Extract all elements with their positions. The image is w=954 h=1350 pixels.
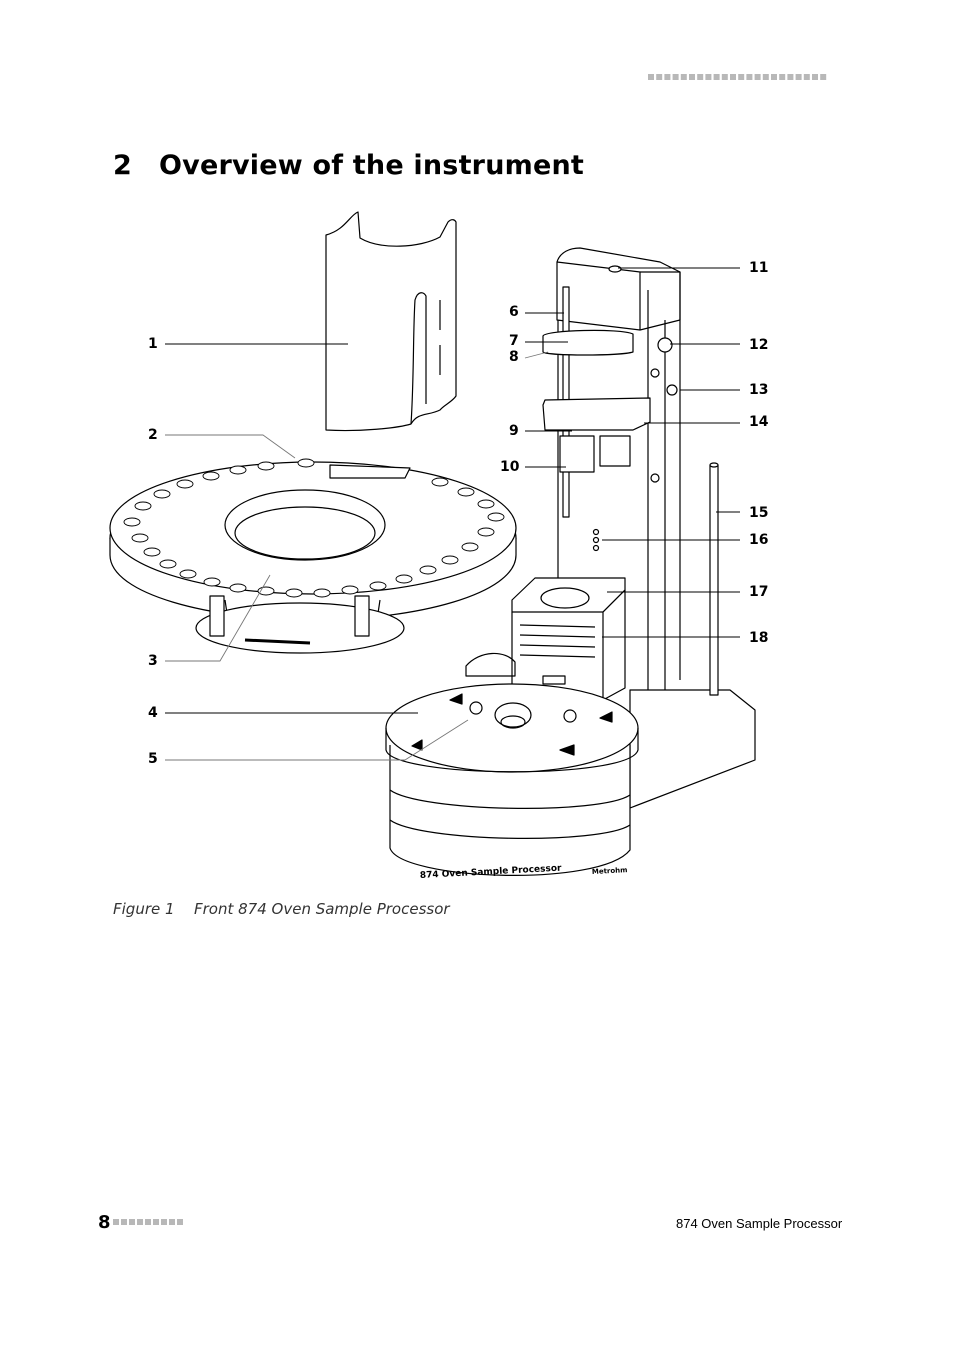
- footer-decoration-dots: [113, 1219, 183, 1225]
- callout-18: 18: [749, 630, 769, 646]
- page-number: 8: [98, 1212, 111, 1233]
- callout-13: 13: [749, 382, 769, 398]
- side-rod: [709, 462, 719, 696]
- callout-5: 5: [148, 751, 158, 767]
- oven-shield: [325, 211, 457, 432]
- callout-16: 16: [749, 532, 769, 548]
- callout-3: 3: [148, 653, 158, 669]
- figure-caption-text: Front 874 Oven Sample Processor: [194, 900, 450, 918]
- figure-label: Figure 1: [113, 900, 175, 918]
- callout-15: 15: [749, 505, 769, 521]
- needle-assembly: [542, 286, 651, 518]
- chapter-title: Overview of the instrument: [159, 150, 584, 181]
- oven-unit: [465, 577, 626, 701]
- callout-17: 17: [749, 584, 769, 600]
- callout-6: 6: [509, 304, 519, 320]
- chapter-heading: 2 Overview of the instrument: [113, 150, 584, 181]
- chapter-number: 2: [113, 150, 132, 181]
- tower-body: [556, 247, 681, 700]
- sample-rack: [109, 458, 517, 654]
- base-cylinder: [385, 683, 756, 876]
- callout-1: 1: [148, 336, 158, 352]
- callout-11: 11: [749, 260, 769, 276]
- callout-4: 4: [148, 705, 158, 721]
- leader-lines: [165, 267, 740, 761]
- callout-2: 2: [148, 427, 158, 443]
- brand-label: Metrohm: [592, 866, 628, 876]
- instrument-drawing: 874 Oven Sample Processor Metrohm: [109, 211, 756, 881]
- callout-7: 7: [509, 333, 519, 349]
- footer-document-title: 874 Oven Sample Processor: [676, 1216, 843, 1231]
- figure-caption: Figure 1 Front 874 Oven Sample Processor: [113, 900, 450, 918]
- callout-9: 9: [509, 423, 519, 439]
- callout-10: 10: [500, 459, 520, 475]
- callout-12: 12: [749, 337, 769, 353]
- header-decoration-dots: [648, 74, 827, 80]
- callout-14: 14: [749, 414, 769, 430]
- callout-8: 8: [509, 349, 519, 365]
